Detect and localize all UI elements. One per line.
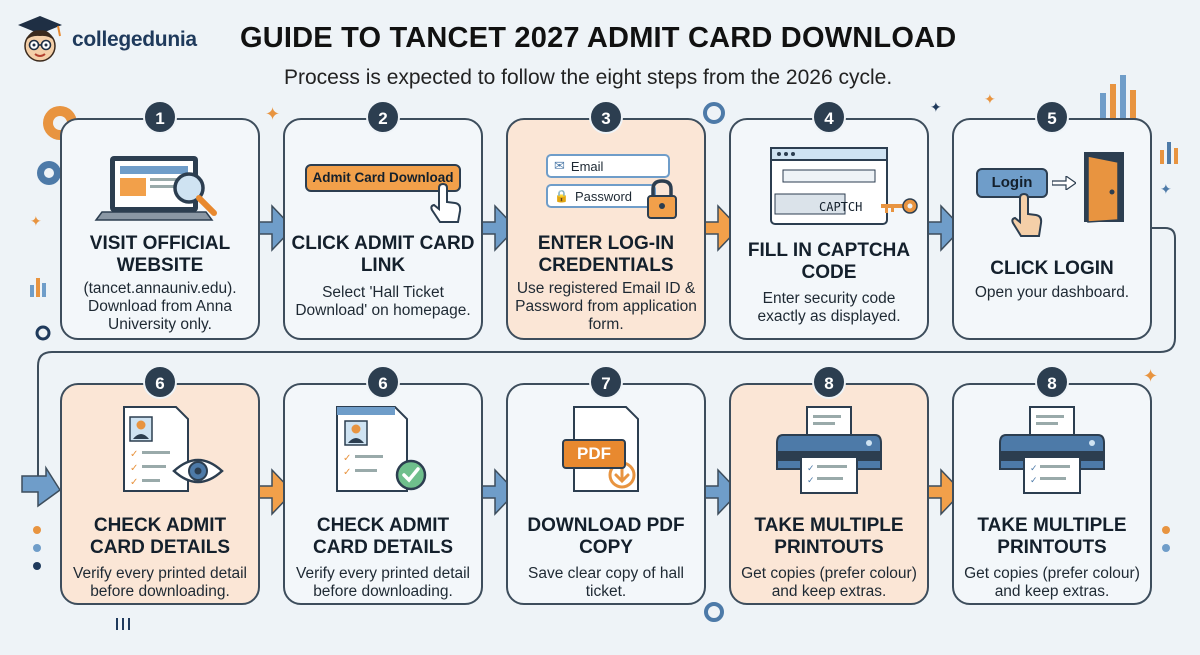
printer-icon: ✓ ✓ [776,406,882,494]
email-field[interactable]: ✉ Email [546,154,670,178]
cursor-hand-icon [1011,192,1043,237]
door-icon [1084,152,1124,223]
step-card-7: 7 PDF DOWNLOAD PDF COPY Save clear copy … [506,365,706,605]
step-description: Select 'Hall Ticket Download' on homepag… [295,284,471,319]
step-number: 8 [812,365,846,399]
lock-small-icon: 🔒 [554,189,569,203]
step-description: Use registered Email ID & Password from … [515,280,697,333]
svg-text:✓: ✓ [130,477,138,488]
step-card-6b: 6 ✓ ✓ CHECK ADMIT CARD DETAILS Verify ev… [283,365,483,605]
step-number: 4 [812,100,846,134]
step-description: Save clear copy of hall ticket. [528,565,684,600]
step-description: Verify every printed detail before downl… [72,565,248,600]
email-label: Email [570,158,604,174]
step-card-1: 1 VISIT OFFICIAL WEBSITE (tancet.annauni… [60,100,260,340]
captcha-window-icon [770,147,888,225]
document-eye-icon: ✓ ✓ ✓ [123,406,224,492]
step-number: 2 [366,100,400,134]
svg-text:✓: ✓ [807,464,815,474]
sparkle-icon: ✦ [930,100,942,116]
step-card-5: 5 Login CLICK LOGIN Open your dashboard. [952,100,1152,340]
step-card-4: 4 CAPTCH FILL IN CAPTCHA CODE Enter secu… [729,100,929,340]
step-title: VISIT OFFICIAL WEBSITE [89,233,231,276]
step-card-6a: 6 ✓ ✓ ✓ CHECK ADMIT CARD DETAILS Verify … [60,365,260,605]
step-title: CHECK ADMIT CARD DETAILS [89,515,231,558]
step-description: (tancet.annauniv.edu). Download from Ann… [83,280,237,333]
key-icon [881,198,918,214]
step-number: 6 [143,365,177,399]
step-description: Get copies (prefer colour) and keep extr… [741,565,917,600]
password-label: Password [574,188,633,204]
cursor-hand-icon [430,182,462,223]
svg-text:✓: ✓ [1030,476,1038,486]
step-description: Enter security code exactly as displayed… [757,290,901,325]
step-card-8b: 8 ✓ ✓ TAKE MULTIPLE PRINTOUTS Get copies… [952,365,1152,605]
page-title: GUIDE TO TANCET 2027 ADMIT CARD DOWNLOAD [240,22,957,54]
page-subtitle: Process is expected to follow the eight … [284,66,893,89]
sparkle-icon: ✦ [1160,182,1172,198]
padlock-icon [647,179,677,219]
svg-text:✓: ✓ [343,467,351,478]
arrow-right-icon [1052,176,1076,190]
sparkle-icon: ✦ [30,214,42,230]
step-title: TAKE MULTIPLE PRINTOUTS [977,515,1127,558]
admit-card-download-button[interactable]: Admit Card Download [305,164,461,192]
gear-icon [704,602,724,622]
step-number: 8 [1035,365,1069,399]
printer-icon: ✓ ✓ [999,406,1105,494]
svg-text:✓: ✓ [130,463,138,474]
arrow-down-icon [21,465,62,508]
sparkle-icon: ✦ [1143,366,1158,387]
svg-text:✓: ✓ [343,453,351,464]
svg-text:✓: ✓ [807,476,815,486]
step-description: Open your dashboard. [974,284,1130,301]
step-description: Get copies (prefer colour) and keep extr… [964,565,1140,600]
login-button[interactable]: Login [976,168,1048,198]
password-field[interactable]: 🔒 Password [546,184,656,208]
step-title: ENTER LOG-IN CREDENTIALS [537,233,675,276]
svg-text:✓: ✓ [130,449,138,460]
step-description: Verify every printed detail before downl… [295,565,471,600]
laptop-magnifier-icon [94,156,217,221]
step-title: CHECK ADMIT CARD DETAILS [312,515,454,558]
step-number: 7 [589,365,623,399]
step-title: CLICK LOGIN [990,258,1114,279]
sparkle-icon: ✦ [265,104,280,125]
step-title: FILL IN CAPTCHA CODE [747,240,911,283]
step-number: 1 [143,100,177,134]
gear-icon [703,102,725,124]
step-number: 5 [1035,100,1069,134]
step-card-3: 3 ✉ Email 🔒 Password ENTER LOG-IN CREDEN… [506,100,706,340]
gear-small-icon [37,161,61,185]
step-card-2: 2 Admit Card Download CLICK ADMIT CARD L… [283,100,483,340]
mascot-logo-icon [18,16,62,62]
step-title: DOWNLOAD PDF COPY [527,515,685,558]
step-title: TAKE MULTIPLE PRINTOUTS [754,515,904,558]
step-title: CLICK ADMIT CARD LINK [291,233,475,276]
captcha-code: CAPTCH [819,200,863,214]
mail-icon: ✉ [554,158,565,174]
step-number: 3 [589,100,623,134]
brand-logo: collegedunia [14,14,197,66]
svg-text:✓: ✓ [1030,464,1038,474]
step-number: 6 [366,365,400,399]
sparkle-icon: ✦ [984,92,996,108]
document-check-icon: ✓ ✓ [336,406,427,492]
pdf-badge: PDF [562,439,626,469]
step-card-8a: 8 ✓ ✓ TAKE MULTIPLE PRINTOUTS Get copies… [729,365,929,605]
gear-icon [35,325,51,341]
brand-name: collegedunia [72,28,197,51]
